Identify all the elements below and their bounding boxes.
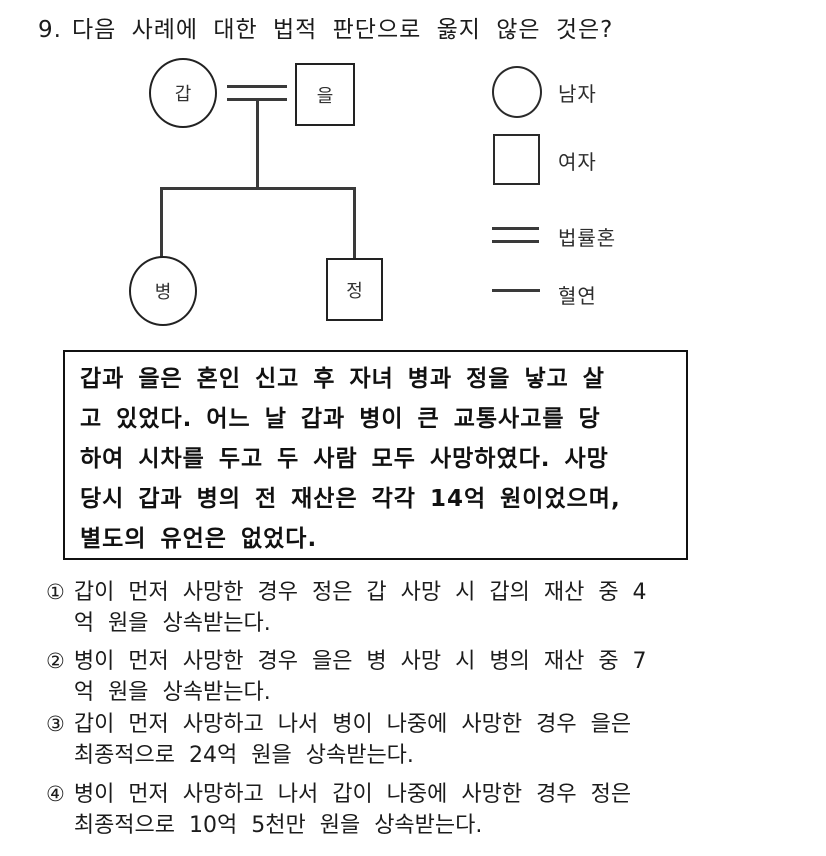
- legend-label-legal-marriage: 법률혼: [558, 226, 617, 250]
- option-1-marker-icon: ①: [46, 580, 65, 604]
- option-1-line-2: 억 원을 상속받는다.: [73, 611, 271, 636]
- family-node-eul-square: 을: [295, 63, 355, 126]
- option-2-line-1: 병이 먼저 사망한 경우 을은 병 사망 시 병의 재산 중 7: [73, 649, 647, 674]
- option-4-line-1: 병이 먼저 사망하고 나서 갑이 나중에 사망한 경우 정은: [73, 782, 632, 807]
- legend-label-male: 남자: [558, 82, 597, 106]
- sibling-line: [160, 187, 356, 190]
- diagram-legend: 남자 여자 법률혼 혈연: [0, 0, 826, 340]
- case-line: 갑과 을은 혼인 신고 후 자녀 병과 정을 낳고 살: [80, 366, 605, 392]
- legend-marriage-double-line-icon: [492, 227, 539, 230]
- answer-option-4: ④ 병이 먼저 사망하고 나서 갑이 나중에 사망한 경우 정은 최종적으로 1…: [46, 779, 631, 841]
- answer-option-1: ① 갑이 먼저 사망한 경우 정은 갑 사망 시 갑의 재산 중 4 억 원을 …: [46, 577, 647, 639]
- option-2-line-2: 억 원을 상속받는다.: [73, 680, 271, 705]
- family-tree-diagram: 갑 을 병 정: [0, 0, 826, 340]
- legend-label-blood-relation: 혈연: [558, 284, 597, 308]
- legend-label-female: 여자: [558, 150, 597, 174]
- answer-option-3: ③ 갑이 먼저 사망하고 나서 병이 나중에 사망한 경우 을은 최종적으로 2…: [46, 709, 631, 771]
- legend-marriage-double-line-icon: [492, 240, 539, 243]
- answer-option-2: ② 병이 먼저 사망한 경우 을은 병 사망 시 병의 재산 중 7 억 원을 …: [46, 646, 647, 708]
- family-node-gap-label: 갑: [174, 84, 192, 105]
- family-node-jeong-square: 정: [326, 258, 383, 321]
- option-2-marker-icon: ②: [46, 649, 65, 673]
- question-title-text: 다음 사례에 대한 법적 판단으로 옳지 않은 것은?: [71, 17, 614, 43]
- legend-blood-line-icon: [492, 289, 540, 292]
- descent-line-couple: [256, 100, 259, 188]
- case-line: 고 있었다. 어느 날 갑과 병이 큰 교통사고를 당: [80, 406, 601, 432]
- marriage-double-line-bottom: [227, 98, 287, 101]
- case-description-box: 갑과 을은 혼인 신고 후 자녀 병과 정을 낳고 살 고 있었다. 어느 날 …: [63, 350, 688, 560]
- family-node-byeong-label: 병: [154, 282, 172, 303]
- family-node-jeong-label: 정: [346, 280, 363, 302]
- option-4-marker-icon: ④: [46, 782, 65, 806]
- marriage-double-line-top: [227, 85, 287, 88]
- option-3-line-2: 최종적으로 24억 원을 상속받는다.: [73, 743, 414, 768]
- question-title: 9. 다음 사례에 대한 법적 판단으로 옳지 않은 것은?: [38, 10, 613, 44]
- legend-male-circle-icon: [492, 66, 542, 118]
- option-3-line-1: 갑이 먼저 사망하고 나서 병이 나중에 사망한 경우 을은: [73, 712, 632, 737]
- option-3-marker-icon: ③: [46, 712, 65, 736]
- case-line: 당시 갑과 병의 전 재산은 각각 14억 원이었으며,: [80, 486, 621, 512]
- legend-female-square-icon: [493, 134, 540, 185]
- case-line: 하여 시차를 두고 두 사람 모두 사망하였다. 사망: [80, 446, 609, 472]
- case-line: 별도의 유언은 없었다.: [80, 526, 318, 552]
- family-node-eul-label: 을: [316, 85, 334, 107]
- family-node-byeong-circle: 병: [129, 256, 197, 326]
- question-number: 9.: [38, 17, 62, 43]
- option-1-line-1: 갑이 먼저 사망한 경우 정은 갑 사망 시 갑의 재산 중 4: [73, 580, 647, 605]
- descent-line-jeong: [353, 187, 356, 259]
- family-node-gap-circle: 갑: [149, 58, 217, 128]
- option-4-line-2: 최종적으로 10억 5천만 원을 상속받는다.: [73, 813, 483, 838]
- descent-line-byeong: [160, 187, 163, 257]
